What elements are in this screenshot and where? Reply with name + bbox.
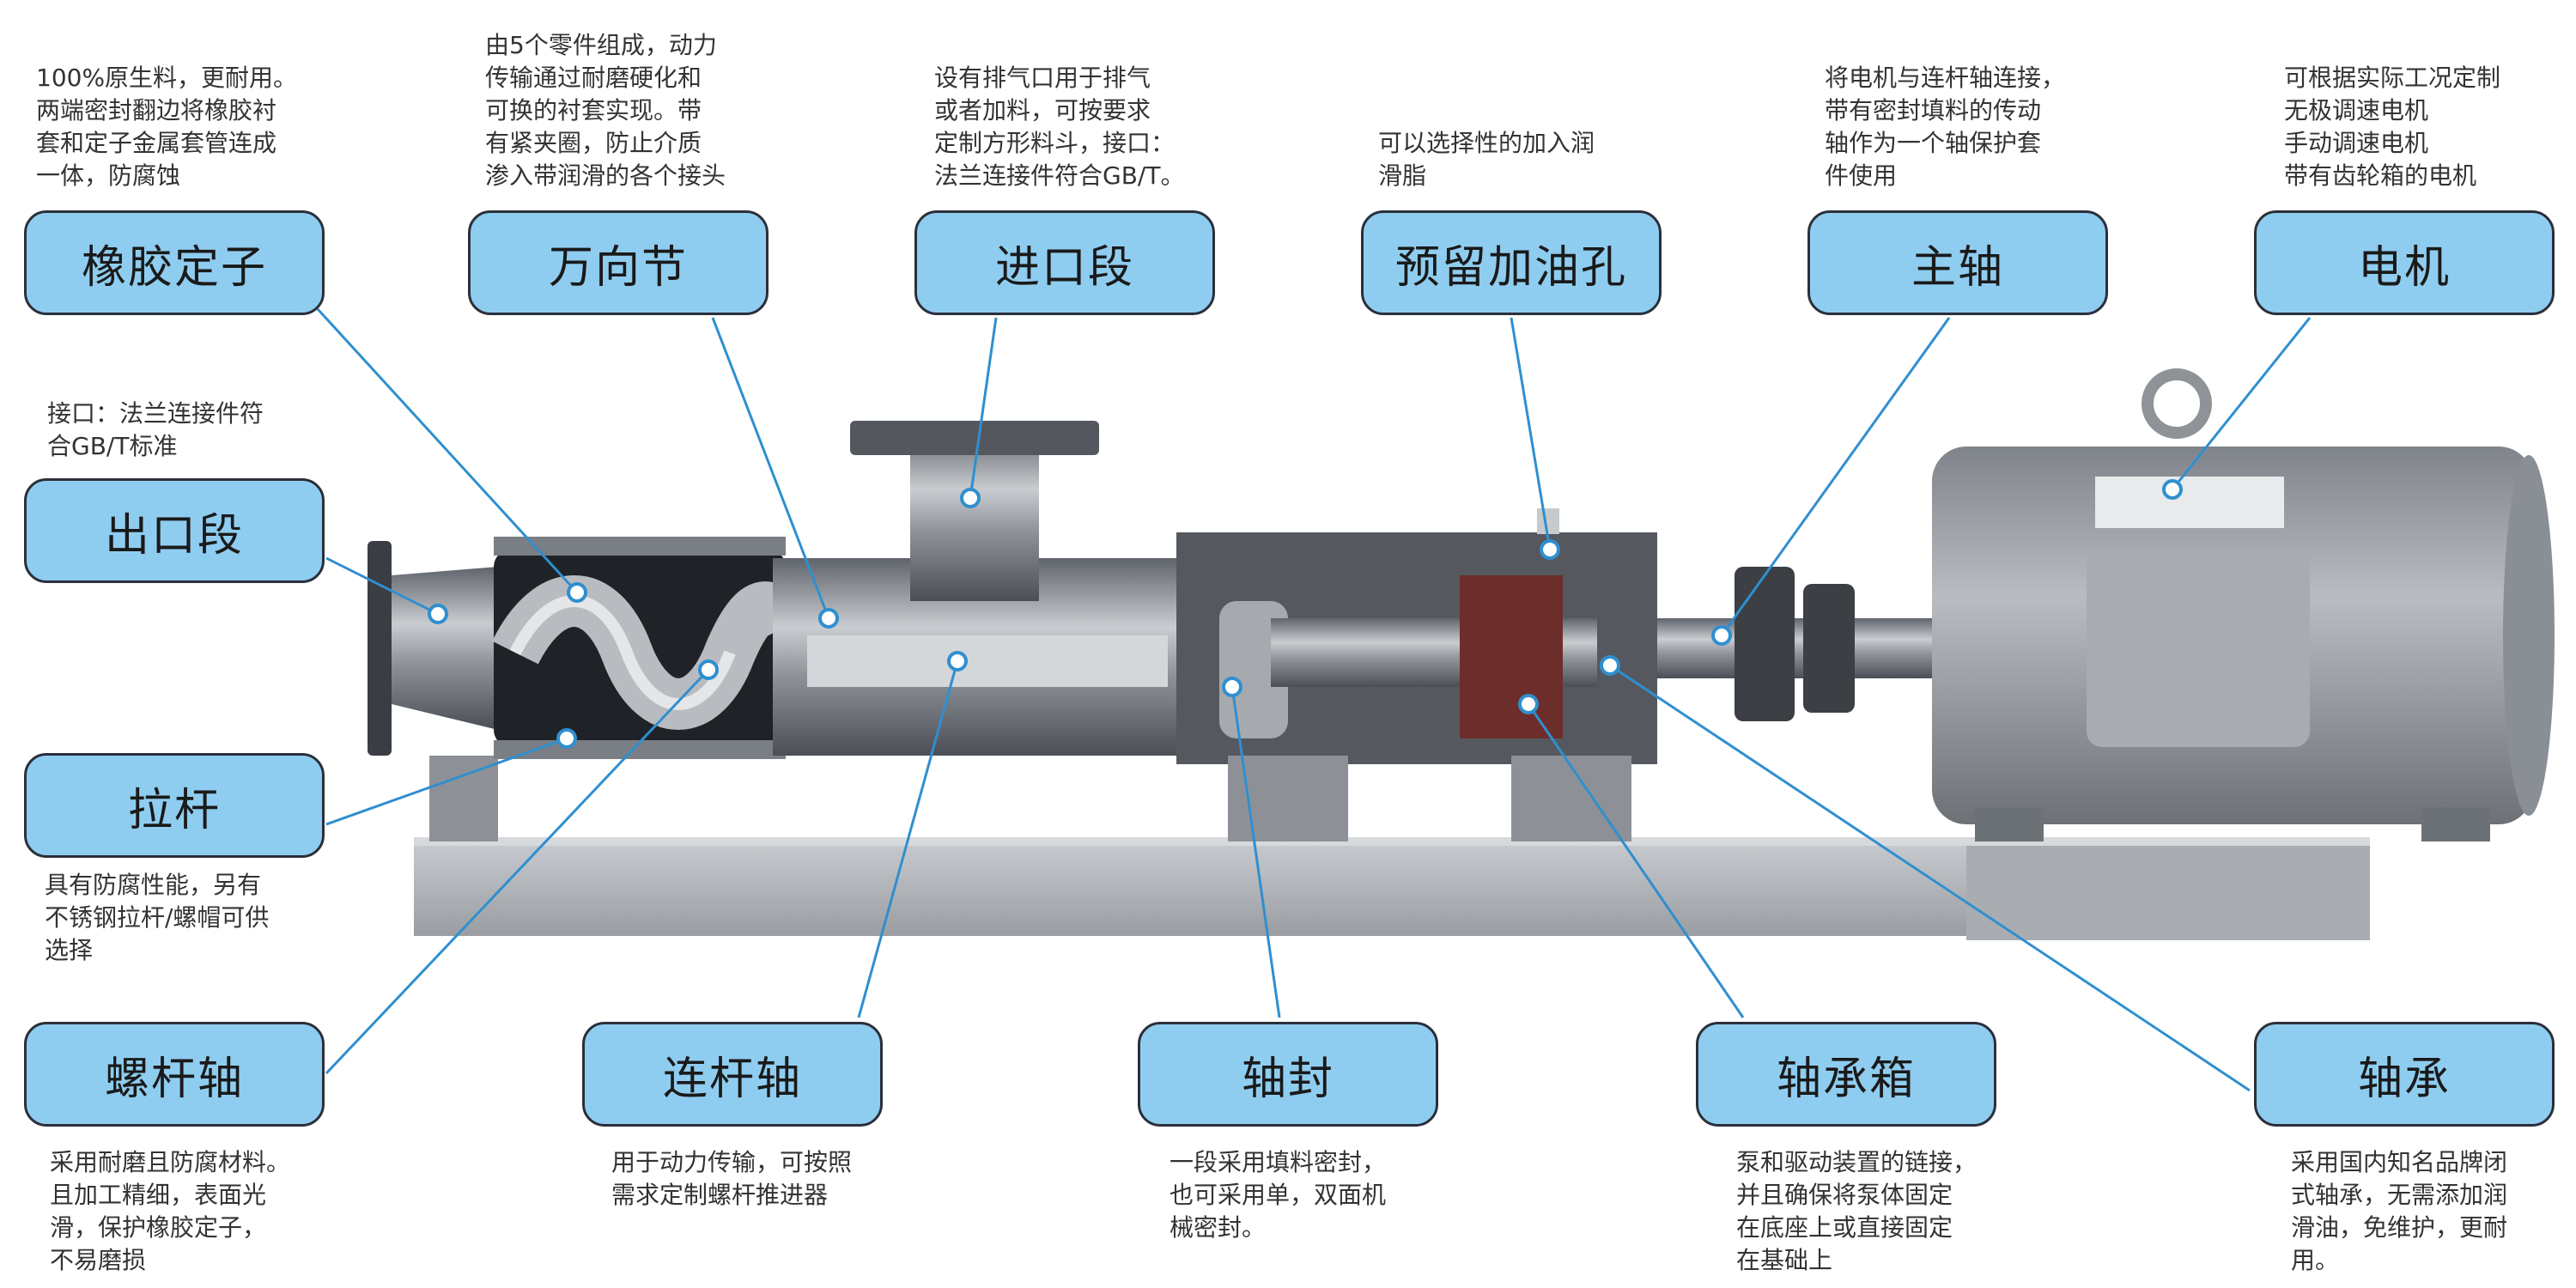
desc-bearing-box: 泵和驱动装置的链接， 并且确保将泵体固定 在底座上或直接固定 在基础上 xyxy=(1736,1148,1978,1274)
leader-lines xyxy=(316,307,2312,1092)
base-frame xyxy=(414,837,2370,940)
desc-connecting-rod: 用于动力传输，可按照 需求定制螺杆推进器 xyxy=(611,1148,853,1209)
desc-motor: 可根据实际工况定制 无极调速电机 手动调速电机 带有齿轮箱的电机 xyxy=(2284,64,2501,190)
desc-outlet-section: 接口：法兰连接件符 合GB/T标准 xyxy=(47,399,264,460)
label-bearing: 轴承 xyxy=(2254,1022,2555,1127)
label-oil-hole: 预留加油孔 xyxy=(1361,210,1662,315)
label-main-shaft: 主轴 xyxy=(1807,210,2108,315)
desc-shaft-seal: 一段采用填料密封， 也可采用单，双面机 械密封。 xyxy=(1170,1148,1387,1242)
label-tie-rod: 拉杆 xyxy=(24,753,325,858)
label-bearing-box: 轴承箱 xyxy=(1696,1022,1996,1127)
motor-shape xyxy=(1932,368,2555,841)
label-universal-joint: 万向节 xyxy=(468,210,769,315)
desc-rubber-stator: 100%原生料，更耐用。 两端密封翻边将橡胶衬 套和定子金属套管连成 一体，防腐… xyxy=(36,64,298,190)
desc-screw-shaft: 采用耐磨且防腐材料。 且加工精细，表面光 滑，保护橡胶定子， 不易磨损 xyxy=(50,1148,291,1274)
inlet-body-shape xyxy=(773,421,1185,756)
outlet-section-shape xyxy=(368,541,498,841)
label-shaft-seal: 轴封 xyxy=(1138,1022,1438,1127)
desc-universal-joint: 由5个零件组成，动力 传输通过耐磨硬化和 可换的衬套实现。带 有紧夹圈，防止介质… xyxy=(485,31,726,190)
desc-oil-hole: 可以选择性的加入润 滑脂 xyxy=(1378,129,1595,190)
desc-main-shaft: 将电机与连杆轴连接， 带有密封填料的传动 轴作为一个轴保护套 件使用 xyxy=(1825,64,2066,190)
label-outlet-section: 出口段 xyxy=(24,478,325,583)
callout-dots xyxy=(428,479,2183,749)
desc-inlet-section: 设有排气口用于排气 或者加料，可按要求 定制方形料斗，接口： 法兰连接件符合GB… xyxy=(934,64,1185,190)
label-rubber-stator: 橡胶定子 xyxy=(24,210,325,315)
desc-tie-rod: 具有防腐性能，另有 不锈钢拉杆/螺帽可供 选择 xyxy=(45,871,270,964)
label-connecting-rod: 连杆轴 xyxy=(582,1022,883,1127)
label-inlet-section: 进口段 xyxy=(914,210,1215,315)
label-screw-shaft: 螺杆轴 xyxy=(24,1022,325,1127)
stator-shape xyxy=(492,537,809,759)
bearing-bracket-shape xyxy=(1176,508,1657,841)
label-motor: 电机 xyxy=(2254,210,2555,315)
desc-bearing: 采用国内知名品牌闭 式轴承，无需添加润 滑油，免维护，更耐 用。 xyxy=(2291,1148,2508,1274)
coupling-shape xyxy=(1657,567,1932,721)
